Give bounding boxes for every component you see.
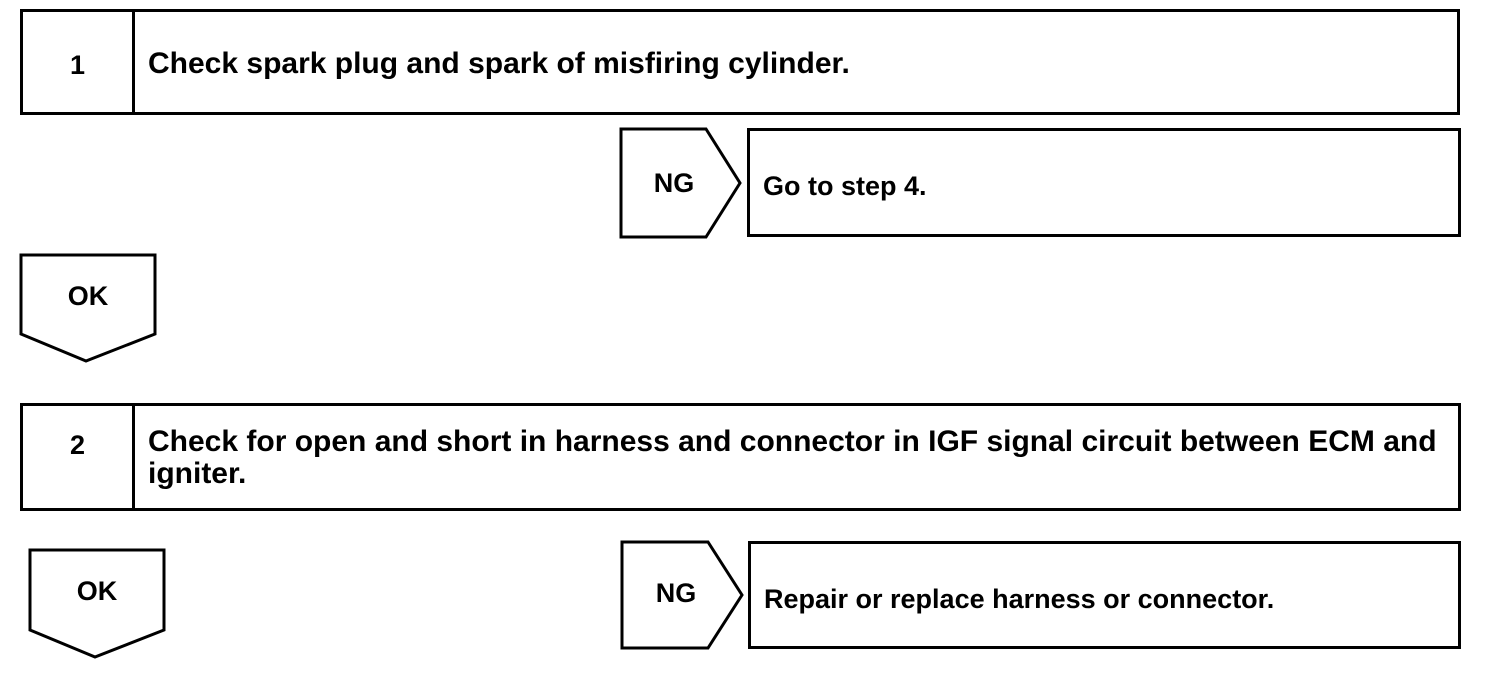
step-2-description: Check for open and short in harness and … [148, 425, 1437, 490]
step-1-description: Check spark plug and spark of misfiring … [148, 47, 850, 80]
ok-1-label: OK [67, 281, 109, 311]
step-1-number: 1 [23, 12, 135, 112]
ng-1-action-box: Go to step 4. [747, 128, 1461, 237]
ok-2-label: OK [76, 576, 118, 606]
ng-2-label: NG [655, 578, 697, 608]
step-2-box: 2 Check for open and short in harness an… [20, 403, 1461, 511]
ng-2-action-box: Repair or replace harness or connector. [748, 541, 1461, 649]
ng-1-label: NG [653, 168, 695, 198]
step-2-number: 2 [23, 406, 135, 508]
step-1-box: 1 Check spark plug and spark of misfirin… [20, 9, 1460, 115]
